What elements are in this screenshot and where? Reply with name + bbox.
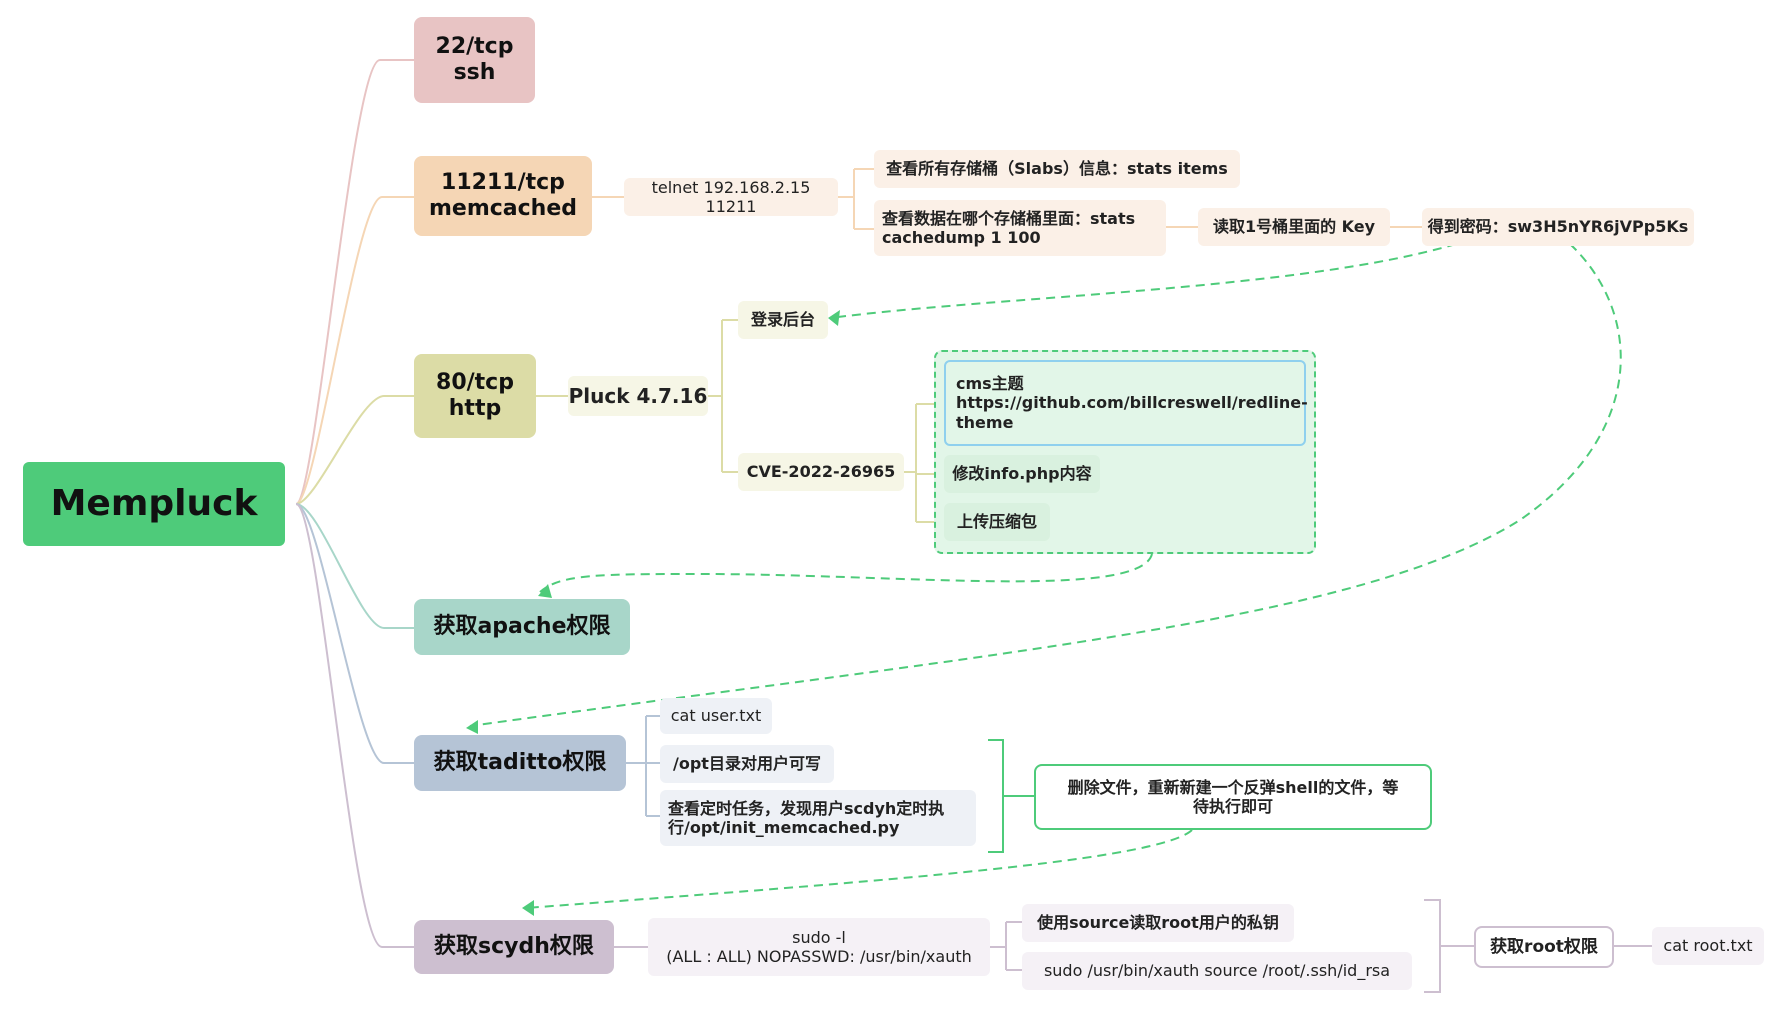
- replace-file-label: 删除文件，重新新建一个反弹shell的文件，等 待执行即可: [1067, 777, 1399, 816]
- modify-info-node: 修改info.php内容: [944, 455, 1100, 493]
- cve-node: CVE-2022-26965: [738, 453, 904, 491]
- memcached-port-node: 11211/tcp memcached: [414, 156, 592, 236]
- taditto-shell-label: 获取taditto权限: [433, 749, 607, 775]
- source-key-label: 使用source读取root用户的私钥: [1037, 913, 1279, 933]
- cron-label: 查看定时任务，发现用户scdyh定时执 行/opt/init_memcached…: [668, 798, 945, 837]
- cat-root-label: cat root.txt: [1663, 936, 1753, 956]
- password-label: 得到密码：sw3H5nYR6jVPp5Ks: [1427, 217, 1689, 237]
- xauth-cmd-label: sudo /usr/bin/xauth source /root/.ssh/id…: [1043, 961, 1391, 981]
- cat-user-node: cat user.txt: [660, 698, 772, 734]
- upload-zip-label: 上传压缩包: [956, 512, 1037, 532]
- telnet-label: telnet 192.168.2.15 11211: [651, 177, 811, 216]
- replace-file-node: 删除文件，重新新建一个反弹shell的文件，等 待执行即可: [1034, 764, 1432, 830]
- cachedump-node: 查看数据在哪个存储桶里面：stats cachedump 1 100: [874, 200, 1166, 256]
- http-port-node: 80/tcp http: [414, 354, 536, 438]
- sudo-node: sudo -l (ALL : ALL) NOPASSWD: /usr/bin/x…: [648, 918, 990, 976]
- memcached-port-label: 11211/tcp memcached: [428, 169, 578, 221]
- http-port-label: 80/tcp http: [436, 369, 514, 421]
- opt-writable-node: /opt目录对用户可写: [660, 745, 834, 783]
- apache-shell-label: 获取apache权限: [433, 613, 611, 639]
- stats-items-label: 查看所有存储桶（Slabs）信息：stats items: [886, 159, 1228, 179]
- pluck-node: Pluck 4.7.16: [568, 376, 708, 416]
- pluck-label: Pluck 4.7.16: [568, 384, 708, 408]
- telnet-node: telnet 192.168.2.15 11211: [624, 178, 838, 216]
- login-admin-label: 登录后台: [750, 310, 815, 330]
- scydh-shell-label: 获取scydh权限: [434, 933, 594, 959]
- read-key-node: 读取1号桶里面的 Key: [1198, 208, 1390, 246]
- root-label: Mempluck: [50, 483, 258, 525]
- root-node: Mempluck: [23, 462, 285, 546]
- cve-label: CVE-2022-26965: [746, 462, 896, 482]
- cms-theme-node: cms主题 https://github.com/billcreswell/re…: [944, 360, 1308, 446]
- upload-zip-node: 上传压缩包: [944, 503, 1050, 541]
- source-key-node: 使用source读取root用户的私钥: [1022, 904, 1294, 942]
- scydh-shell-node: 获取scydh权限: [414, 920, 614, 974]
- cms-theme-label: cms主题 https://github.com/billcreswell/re…: [956, 374, 1308, 432]
- cat-user-label: cat user.txt: [670, 706, 762, 726]
- password-node: 得到密码：sw3H5nYR6jVPp5Ks: [1422, 208, 1694, 246]
- ssh-port-label: 22/tcp ssh: [435, 33, 514, 85]
- apache-shell-node: 获取apache权限: [414, 599, 630, 655]
- xauth-cmd-node: sudo /usr/bin/xauth source /root/.ssh/id…: [1022, 952, 1412, 990]
- root-shell-label: 获取root权限: [1490, 936, 1598, 957]
- taditto-shell-node: 获取taditto权限: [414, 735, 626, 791]
- root-shell-node: 获取root权限: [1474, 926, 1614, 968]
- opt-writable-label: /opt目录对用户可写: [673, 754, 821, 774]
- modify-info-label: 修改info.php内容: [952, 464, 1092, 484]
- cron-node: 查看定时任务，发现用户scdyh定时执 行/opt/init_memcached…: [660, 790, 976, 846]
- read-key-label: 读取1号桶里面的 Key: [1212, 217, 1376, 237]
- cachedump-label: 查看数据在哪个存储桶里面：stats cachedump 1 100: [882, 208, 1136, 247]
- stats-items-node: 查看所有存储桶（Slabs）信息：stats items: [874, 150, 1240, 188]
- sudo-label: sudo -l (ALL : ALL) NOPASSWD: /usr/bin/x…: [666, 927, 972, 966]
- cat-root-node: cat root.txt: [1652, 927, 1764, 965]
- login-admin-node: 登录后台: [738, 301, 828, 339]
- ssh-port-node: 22/tcp ssh: [414, 17, 535, 103]
